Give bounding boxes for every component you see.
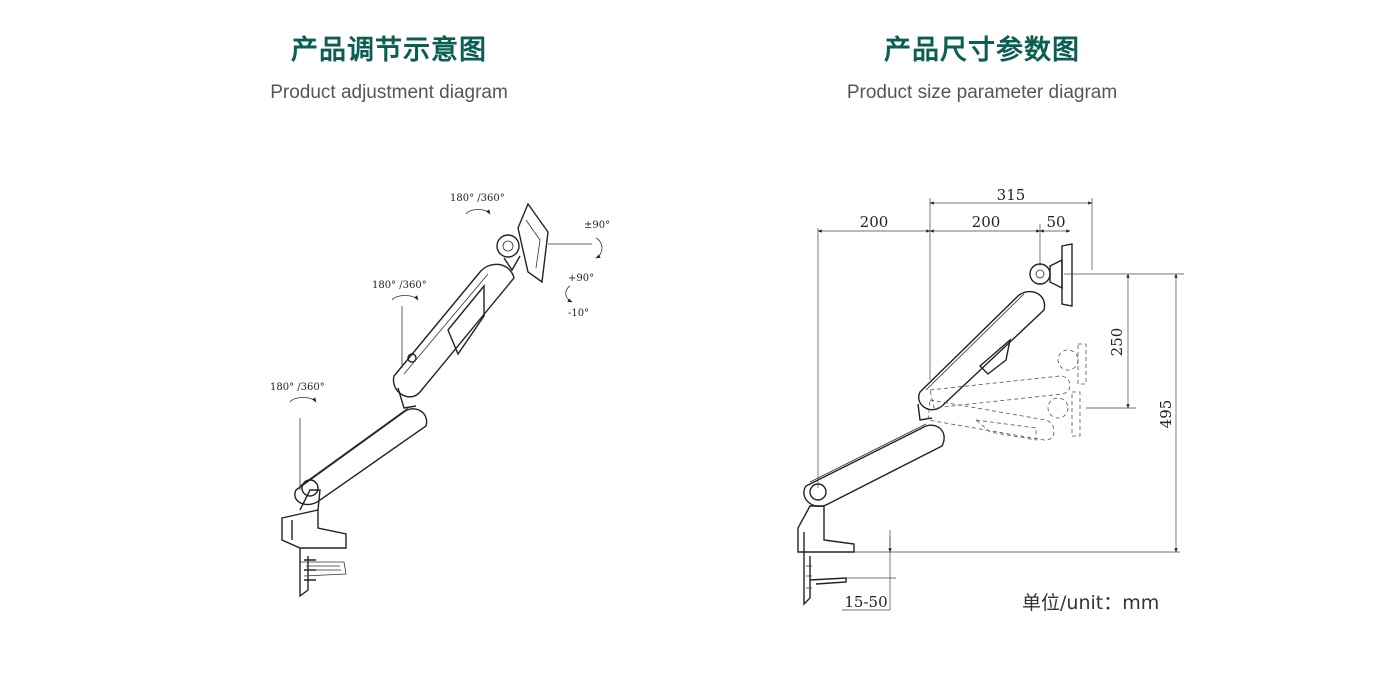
tilt-neg-label: -10°	[568, 308, 589, 319]
size-ghost-positions	[927, 343, 1087, 441]
vesa-head	[496, 202, 549, 284]
lower-arm-dimension: 200	[860, 213, 889, 231]
top-rotation-arrow	[465, 209, 491, 215]
upper-arm-dimension: 200	[972, 213, 1001, 231]
desk-thickness-dimension: 15-50	[844, 593, 887, 611]
top-rotation-label: 180° /360°	[450, 193, 505, 204]
tilt-90-arrow	[595, 237, 603, 259]
mid-rotation-label: 180° /360°	[372, 280, 427, 291]
size-upper-arm	[917, 291, 1046, 421]
adjustment-diagram-title: 产品调节示意图	[291, 35, 487, 66]
base-rotation-label: 180° /360°	[270, 382, 325, 393]
tilt-pos-neg-arrow	[565, 285, 573, 303]
total-reach-dimension: 315	[997, 186, 1026, 204]
size-drawing: 315 200 200 50 250 495 15-50	[797, 186, 1184, 611]
lower-arm	[294, 407, 428, 506]
unit-label: 单位/unit：mm	[1022, 592, 1160, 614]
base-rotation-arrow	[289, 397, 317, 403]
size-diagram-subtitle: Product size parameter diagram	[846, 82, 1118, 103]
size-lower-arm	[803, 423, 945, 507]
tilt-90-label: ±90°	[584, 220, 610, 231]
desk-clamp	[281, 489, 347, 598]
height-adjust-dimension: 250	[1108, 328, 1126, 357]
mid-rotation-arrow	[391, 295, 419, 301]
size-vesa-head	[1029, 243, 1073, 307]
upper-arm	[392, 263, 515, 409]
tilt-pos-label: +90°	[568, 273, 594, 284]
adjustment-diagram-subtitle: Product adjustment diagram	[270, 82, 508, 103]
size-diagram-title: 产品尺寸参数图	[884, 35, 1080, 66]
head-dimension: 50	[1046, 213, 1065, 231]
adjustment-drawing: 180° /360° 180° /360° 180° /360° ±90° +9…	[270, 193, 610, 598]
size-clamp	[797, 505, 855, 606]
total-height-dimension: 495	[1157, 400, 1175, 429]
